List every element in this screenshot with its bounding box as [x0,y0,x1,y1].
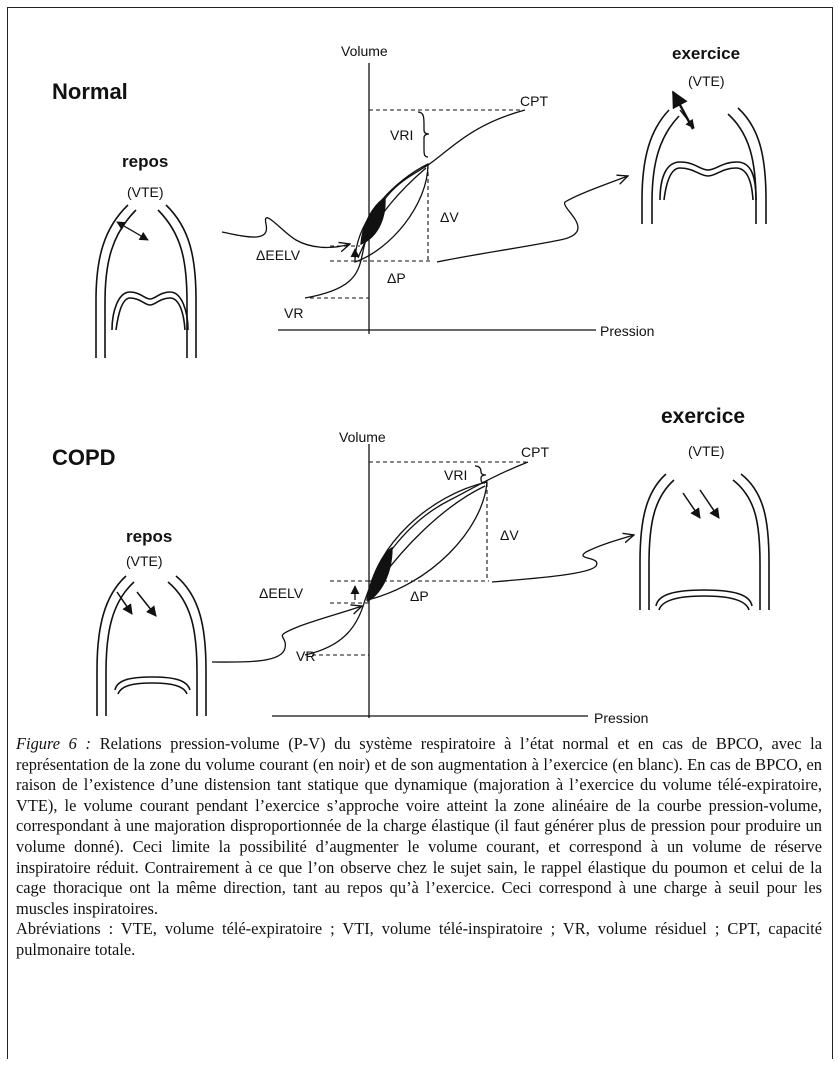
caption-body-paragraph: Figure 6 : Relations pression-volume (P-… [16,734,822,919]
copd-exercise-thorax [640,474,769,610]
copd-vri-label: VRI [444,467,467,483]
normal-cpt-label: CPT [520,93,548,109]
normal-delta-eelv-label: ΔEELV [256,247,301,263]
normal-vri-label: VRI [390,127,413,143]
normal-panel [96,63,766,358]
normal-pressure-label: Pression [600,323,654,339]
copd-rest-vte: (VTE) [126,553,163,569]
caption-abbreviations: Abréviations : VTE, volume télé-expirato… [16,919,822,960]
copd-delta-v-label: ΔV [500,527,519,543]
normal-delta-v-label: ΔV [440,209,459,225]
copd-vri-brace [475,466,486,483]
copd-panel [97,444,769,718]
copd-arrow-rest [212,606,362,662]
normal-volume-label: Volume [341,43,388,59]
copd-exercise-label: exercice [661,405,745,428]
normal-vr-label: VR [284,305,303,321]
normal-rest-loop [361,198,385,244]
copd-vr-label: VR [296,648,315,664]
normal-vri-brace [418,112,429,157]
copd-delta-p-label: ΔP [410,588,429,604]
copd-title: COPD [52,445,116,470]
normal-title: Normal [52,79,128,104]
copd-pv-curve [305,462,528,655]
copd-volume-label: Volume [339,429,386,445]
copd-delta-eelv-label: ΔEELV [259,585,304,601]
pv-diagram: Normal Volume Pression repos (VTE) exerc… [0,0,838,730]
figure-label: Figure 6 : [16,734,91,753]
normal-pv-curve [305,110,525,298]
copd-rest-label: repos [126,527,172,546]
normal-arrow-exercise [437,176,628,262]
copd-cpt-label: CPT [521,444,549,460]
copd-rest-thorax [97,576,206,716]
normal-delta-p-label: ΔP [387,270,406,286]
normal-exercise-label: exercice [672,44,740,63]
normal-exercise-vte: (VTE) [688,73,725,89]
copd-pressure-label: Pression [594,710,648,726]
caption-body: Relations pression-volume (P-V) du systè… [16,734,822,918]
copd-exercise-vte: (VTE) [688,443,725,459]
normal-exercise-thorax [642,108,766,224]
normal-exercise-loop [355,164,428,262]
normal-rest-label: repos [122,152,168,171]
figure-caption: Figure 6 : Relations pression-volume (P-… [16,734,822,961]
normal-rest-vte: (VTE) [127,184,164,200]
normal-arrow-rest [222,218,350,248]
normal-rest-thorax [96,205,196,358]
